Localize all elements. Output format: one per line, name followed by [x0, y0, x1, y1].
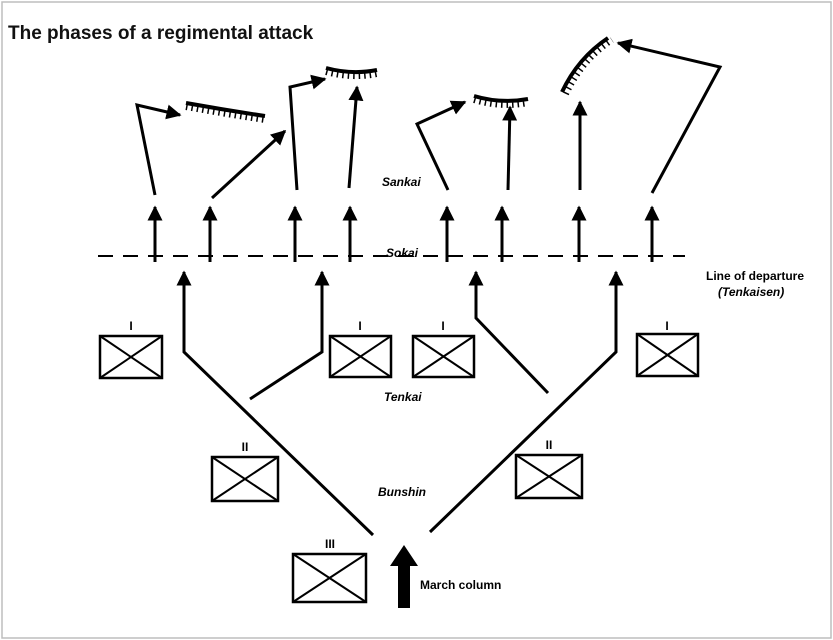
- objective-arc-ticks: [473, 97, 529, 108]
- echelon-mark: I: [129, 319, 132, 333]
- infantry-cross: [292, 553, 367, 603]
- infantry-cross: [329, 335, 392, 378]
- sankai-arrow: [135, 103, 182, 196]
- sankai-arrow: [414, 100, 467, 191]
- company-unit-symbol: I: [98, 319, 164, 380]
- sankai-arrow: [616, 38, 723, 194]
- line-of-departure-label: Line of departure: [706, 269, 804, 283]
- echelon-mark: I: [358, 319, 361, 333]
- sankai-arrow: [288, 74, 327, 191]
- objective-arc: [185, 101, 266, 118]
- left-branch-arrow: [176, 270, 375, 537]
- battalion-unit-symbol: II: [514, 438, 584, 500]
- figure-title: The phases of a regimental attack: [8, 23, 314, 44]
- company-unit-symbol: I: [411, 319, 476, 379]
- regiment-unit-symbol: III: [291, 537, 368, 604]
- battalion-unit-symbol: II: [210, 440, 280, 503]
- company-unit-symbol: I: [635, 319, 700, 378]
- objective-arc: [560, 36, 610, 93]
- right-branch-arrow: [428, 270, 624, 534]
- objective-arc: [325, 66, 378, 75]
- left-sub-branch-arrow: [249, 270, 330, 401]
- sankai-arrow: [347, 85, 364, 189]
- sankai-label: Sankai: [382, 175, 421, 189]
- echelon-mark: III: [325, 537, 335, 551]
- sankai-arrows: [135, 38, 723, 200]
- infantry-cross: [99, 335, 163, 379]
- echelon-mark: I: [441, 319, 444, 333]
- sankai-arrow: [210, 129, 287, 200]
- infantry-cross: [515, 454, 583, 499]
- sankai-arrow: [502, 105, 518, 191]
- tenkai-label: Tenkai: [384, 390, 422, 404]
- infantry-cross: [636, 333, 699, 377]
- echelon-mark: II: [242, 440, 249, 454]
- objective-arcs: [185, 36, 614, 123]
- echelon-mark: I: [665, 319, 668, 333]
- infantry-cross: [412, 335, 475, 378]
- march-column-label: March column: [420, 578, 501, 592]
- sokai-label: Sokai: [386, 246, 419, 260]
- objective-arc-ticks: [185, 104, 266, 123]
- deployment-branches: [176, 270, 624, 537]
- bunshin-label: Bunshin: [378, 485, 426, 499]
- objective-arc-ticks: [563, 37, 614, 96]
- right-sub-branch-arrow: [468, 270, 550, 395]
- tenkaisen-label: (Tenkaisen): [718, 285, 784, 299]
- infantry-cross: [211, 456, 279, 502]
- company-unit-symbol: I: [328, 319, 393, 379]
- echelon-mark: II: [546, 438, 553, 452]
- sokai-arrows: [147, 205, 660, 262]
- objective-arc: [473, 94, 529, 103]
- march-column-arrow: [390, 545, 418, 608]
